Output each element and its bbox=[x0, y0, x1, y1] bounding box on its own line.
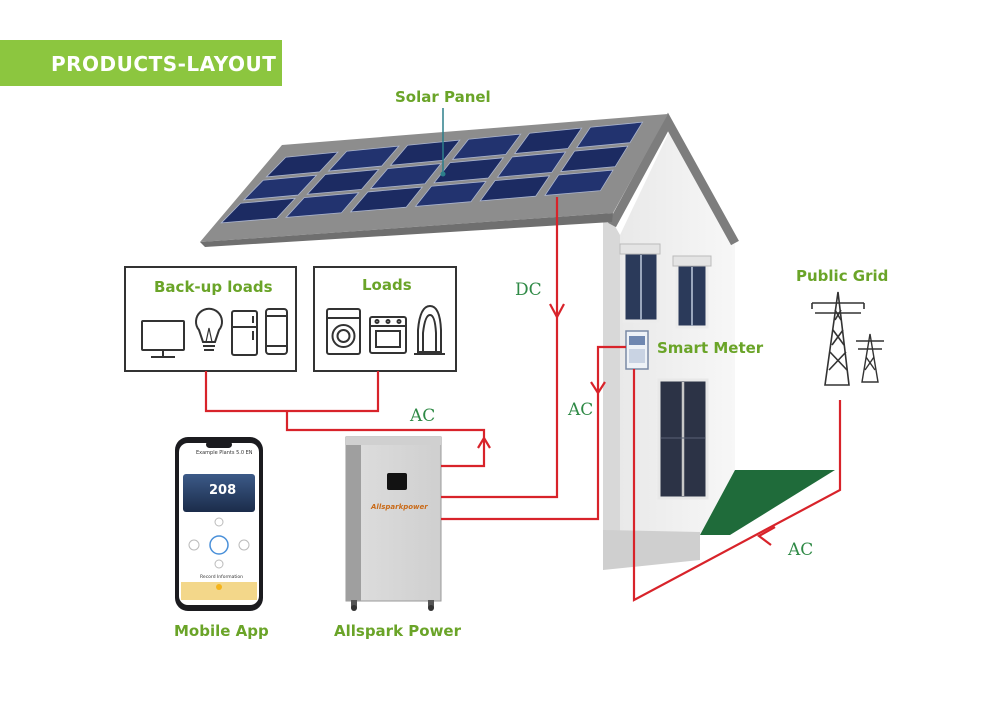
app-plant-name: Example Plants 5.0 EN bbox=[196, 450, 253, 456]
ac-meter-flow-label: AC bbox=[568, 400, 594, 420]
smartphone-icon bbox=[265, 308, 288, 355]
app-power-value: 208 bbox=[209, 483, 237, 498]
smart-meter-label: Smart Meter bbox=[657, 339, 764, 357]
ac-grid-flow-label: AC bbox=[788, 540, 814, 560]
dc-wire bbox=[441, 197, 559, 499]
allspark-power-label: Allspark Power bbox=[334, 622, 462, 640]
solar-panel-module bbox=[513, 127, 583, 155]
unit-brand-logo: Allsparkpower bbox=[371, 503, 428, 511]
unit-display bbox=[387, 473, 407, 490]
app-hero-card bbox=[183, 474, 255, 512]
solar-panel-module bbox=[327, 145, 400, 172]
loads-label: Loads bbox=[362, 276, 412, 294]
banner bbox=[0, 40, 282, 86]
wiring bbox=[204, 197, 842, 602]
solar-panel-module bbox=[285, 192, 360, 218]
mobile-app-phone bbox=[175, 437, 263, 611]
gable-roof-edge bbox=[608, 112, 739, 246]
house-foundation bbox=[603, 530, 700, 570]
power-tower-small-icon bbox=[856, 333, 884, 383]
lawn bbox=[700, 470, 835, 535]
solar-panel-module bbox=[575, 121, 644, 149]
solar-panel-module bbox=[479, 175, 551, 202]
solar-panel-module bbox=[496, 151, 567, 178]
flow-arrows bbox=[477, 303, 776, 546]
ac-grid-wire bbox=[632, 369, 842, 602]
backup-loads-label: Back-up loads bbox=[154, 278, 273, 296]
solar-panel-module bbox=[414, 180, 487, 207]
solar-panel-module bbox=[265, 151, 339, 178]
light-bulb-icon bbox=[195, 307, 223, 351]
solar-panel-module bbox=[451, 133, 522, 160]
power-tower-icon bbox=[811, 291, 865, 386]
solar-panel-module bbox=[349, 186, 424, 213]
solar-panel-module bbox=[242, 174, 318, 201]
washing-machine-icon bbox=[326, 308, 361, 355]
solar-panel-module bbox=[369, 163, 442, 190]
public-grid-label: Public Grid bbox=[796, 267, 889, 285]
solar-panel-label: Solar Panel bbox=[395, 88, 491, 106]
tv-icon bbox=[141, 320, 185, 358]
ac-loads-flow-label: AC bbox=[410, 406, 436, 426]
solar-panel-module bbox=[306, 168, 380, 195]
refrigerator-icon bbox=[231, 310, 258, 356]
solar-panel-module bbox=[220, 197, 297, 224]
mobile-app-label: Mobile App bbox=[174, 622, 269, 640]
app-section-title: Record Information bbox=[200, 575, 244, 580]
iron-icon bbox=[414, 304, 445, 355]
ac-meter-wire bbox=[441, 345, 626, 521]
dc-flow-label: DC bbox=[515, 280, 542, 300]
oven-icon bbox=[369, 316, 407, 354]
house bbox=[603, 112, 835, 570]
solar-panel-module bbox=[560, 145, 629, 173]
banner-title: PRODUCTS-LAYOUT bbox=[51, 52, 277, 76]
solar-panel-module bbox=[544, 169, 614, 196]
ac-loads-wire-backup bbox=[204, 371, 380, 413]
allspark-power-unit bbox=[345, 436, 442, 611]
solar-panel-array bbox=[220, 121, 644, 224]
solar-panel-module bbox=[433, 157, 505, 184]
ac-loads-wire bbox=[285, 411, 486, 468]
house-side-wall bbox=[603, 205, 620, 570]
